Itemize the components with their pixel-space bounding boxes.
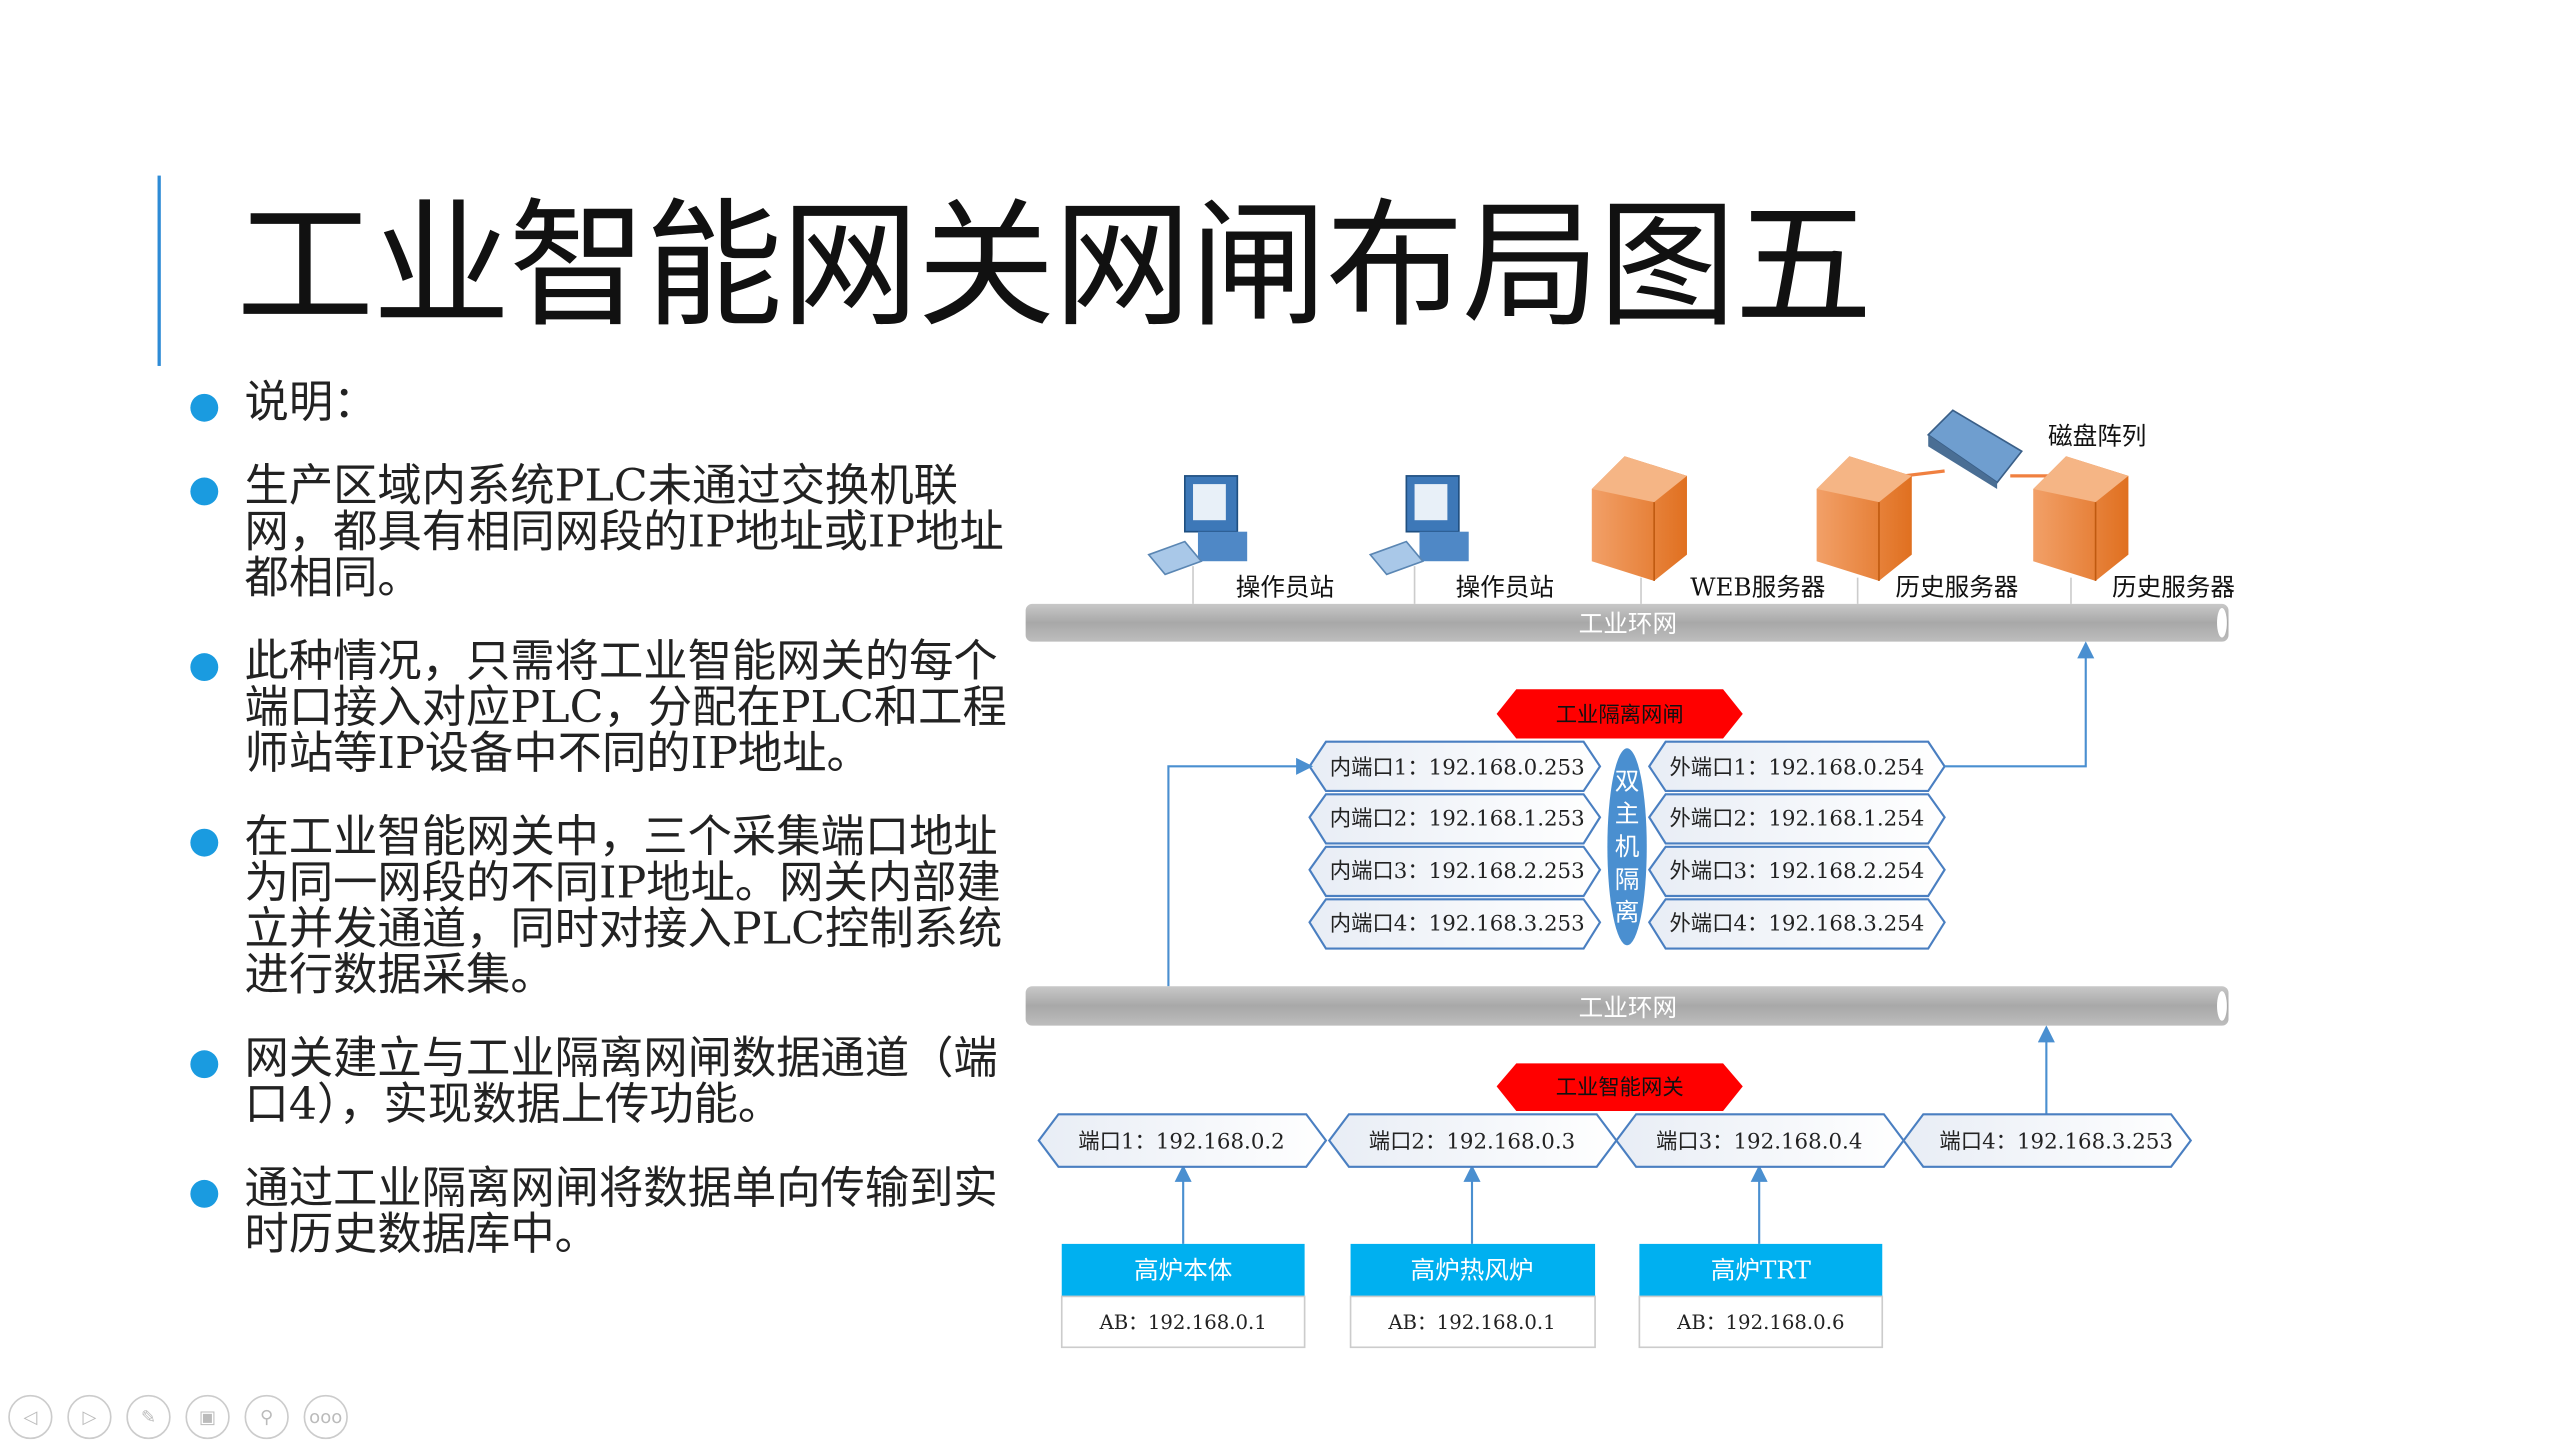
inner-port: 内端口4：192.168.3.253 (1330, 911, 1585, 936)
workstation-icon (1368, 475, 1469, 576)
more-icon[interactable]: ooo (303, 1394, 348, 1440)
bullet-text: 生产区域内系统PLC未通过交换机联网，都具有相同网段的IP地址或IP地址都相同。 (244, 461, 1004, 604)
svg-text:AB：192.168.0.1: AB：192.168.0.1 (1387, 1311, 1555, 1334)
bullet-text: 在工业智能网关中，三个采集端口地址为同一网段的不同IP地址。网关内部建立并发通道… (244, 812, 1003, 1002)
svg-text:双: 双 (1615, 766, 1640, 795)
bullet-item: 网关建立与工业隔离网闸数据通道（端口4），实现数据上传功能。 (190, 1033, 1011, 1131)
gatekeeper-header: 工业隔离网闸 (1496, 689, 1743, 739)
prev-icon[interactable]: ◁ (8, 1394, 53, 1440)
bullet-item: 通过工业隔离网闸将数据单向传输到实时历史数据库中。 (190, 1166, 1011, 1259)
bullet-text: 网关建立与工业隔离网闸数据通道（端口4），实现数据上传功能。 (244, 1033, 998, 1131)
outer-port: 外端口4：192.168.3.254 (1669, 911, 1924, 936)
gateway-port: 端口1：192.168.0.2 (1078, 1130, 1284, 1155)
plc-box: 高炉TRT AB：192.168.0.6 (1638, 1243, 1884, 1349)
slides-icon[interactable]: ▣ (185, 1394, 230, 1440)
zoom-icon[interactable]: ⚲ (244, 1394, 289, 1440)
history-server-icon (2033, 456, 2129, 581)
svg-text:工业隔离网闸: 工业隔离网闸 (1556, 703, 1684, 728)
history-server-icon (1816, 456, 1912, 581)
bullet-item: 在工业智能网关中，三个采集端口地址为同一网段的不同IP地址。网关内部建立并发通道… (190, 815, 1011, 1000)
disk-array-icon (1926, 409, 2023, 490)
slideshow-toolbar: ◁ ▷ ✎ ▣ ⚲ ooo (8, 1394, 348, 1440)
dual-host-isolation: 双 主 机 隔 离 (1607, 748, 1647, 946)
plc-box: 高炉热风炉 AB：192.168.0.1 (1349, 1243, 1596, 1349)
node-label: 操作员站 (1236, 573, 1334, 602)
bullet-text: 通过工业隔离网闸将数据单向传输到实时历史数据库中。 (244, 1163, 998, 1261)
workstation-icon (1147, 475, 1248, 576)
svg-text:高炉TRT: 高炉TRT (1711, 1255, 1812, 1284)
svg-text:工业智能网关: 工业智能网关 (1556, 1076, 1684, 1101)
outer-port: 外端口1：192.168.0.254 (1669, 756, 1924, 781)
ring-label: 工业环网 (1579, 609, 1677, 638)
web-server-icon (1591, 456, 1687, 581)
uplink-arrow (1167, 757, 1314, 987)
bullet-dot-icon (190, 1050, 219, 1079)
bullet-list: 说明： 生产区域内系统PLC未通过交换机联网，都具有相同网段的IP地址或IP地址… (190, 380, 1011, 1297)
plc-box: 高炉本体 AB：192.168.0.1 (1060, 1243, 1306, 1349)
node-label: 操作员站 (1456, 573, 1554, 602)
svg-text:AB：192.168.0.6: AB：192.168.0.6 (1676, 1311, 1844, 1334)
gateway-header: 工业智能网关 (1496, 1063, 1743, 1111)
svg-text:离: 离 (1615, 898, 1640, 927)
bullet-text: 说明： (244, 377, 378, 429)
industrial-ring-top: 工业环网 (1025, 603, 2229, 642)
pen-icon[interactable]: ✎ (126, 1394, 171, 1440)
bullet-dot-icon (190, 653, 219, 682)
inner-port: 内端口1：192.168.0.253 (1330, 756, 1585, 781)
gateway-port: 端口2：192.168.0.3 (1369, 1130, 1575, 1155)
page-title: 工业智能网关网闸布局图五 (236, 185, 1872, 347)
bullet-dot-icon (190, 828, 219, 857)
inner-port: 内端口3：192.168.2.253 (1330, 859, 1585, 884)
node-label: WEB服务器 (1690, 573, 1825, 602)
inner-port: 内端口2：192.168.1.253 (1330, 806, 1585, 831)
bullet-item: 说明： (190, 380, 1011, 427)
next-icon[interactable]: ▷ (67, 1394, 112, 1440)
gateway-port: 端口4：192.168.3.253 (1939, 1130, 2173, 1155)
svg-text:AB：192.168.0.1: AB：192.168.0.1 (1098, 1311, 1266, 1334)
svg-text:高炉热风炉: 高炉热风炉 (1410, 1255, 1533, 1284)
bullet-item: 生产区域内系统PLC未通过交换机联网，都具有相同网段的IP地址或IP地址都相同。 (190, 464, 1011, 602)
industrial-ring-bottom: 工业环网 (1025, 986, 2229, 1026)
bullet-text: 此种情况，只需将工业智能网关的每个端口接入对应PLC，分配在PLC和工程师站等I… (244, 636, 1007, 780)
bullet-dot-icon (190, 1179, 219, 1208)
node-label: 历史服务器 (1895, 573, 2018, 602)
outer-port: 外端口2：192.168.1.254 (1669, 806, 1924, 831)
bullet-item: 此种情况，只需将工业智能网关的每个端口接入对应PLC，分配在PLC和工程师站等I… (190, 636, 1011, 780)
svg-text:机: 机 (1615, 832, 1640, 861)
bullet-dot-icon (190, 393, 219, 422)
ring-label: 工业环网 (1579, 993, 1677, 1022)
gateway-port: 端口3：192.168.0.4 (1656, 1130, 1862, 1155)
svg-text:主: 主 (1615, 799, 1640, 828)
title-accent-line (157, 175, 161, 366)
bullet-dot-icon (190, 477, 219, 506)
disk-array-label: 磁盘阵列 (2048, 422, 2146, 451)
uplink-arrow (1944, 641, 2095, 768)
svg-text:隔: 隔 (1615, 865, 1640, 894)
svg-text:高炉本体: 高炉本体 (1134, 1255, 1232, 1284)
outer-port: 外端口3：192.168.2.254 (1669, 859, 1924, 884)
node-label: 历史服务器 (2112, 573, 2235, 602)
